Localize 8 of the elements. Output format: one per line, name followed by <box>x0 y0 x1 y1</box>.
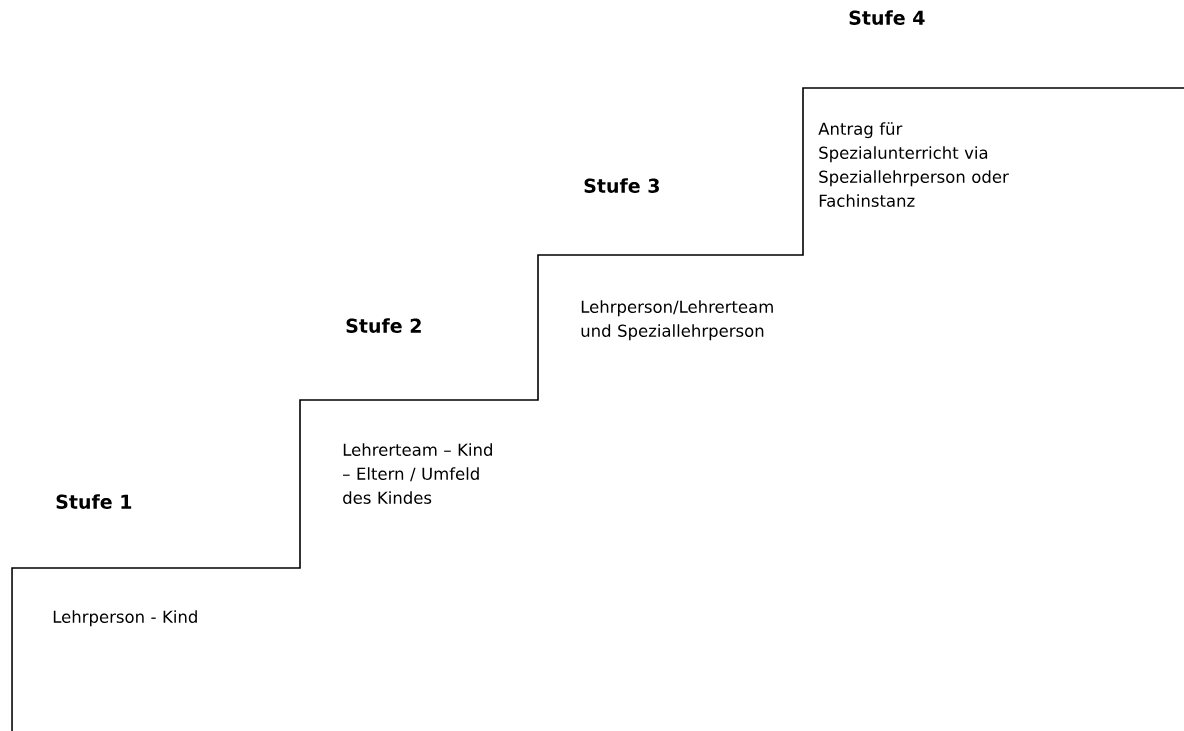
step-description: Lehrerteam – Kind – Eltern / Umfeld des Kindes <box>343 443 492 504</box>
step-heading: Stufe 3 <box>584 178 659 193</box>
step-heading: Stufe 1 <box>56 494 132 509</box>
step-description: Antrag für Spezialunterricht via Speziallehrperson oder Fachinstanz <box>818 122 1009 207</box>
step-heading: Stufe 4 <box>849 10 925 25</box>
step-description: Lehrperson/Lehrerteam und Speziallehrperson <box>581 300 773 341</box>
step-heading: Stufe 2 <box>346 318 421 333</box>
step-description: Lehrperson - Kind <box>53 610 197 627</box>
